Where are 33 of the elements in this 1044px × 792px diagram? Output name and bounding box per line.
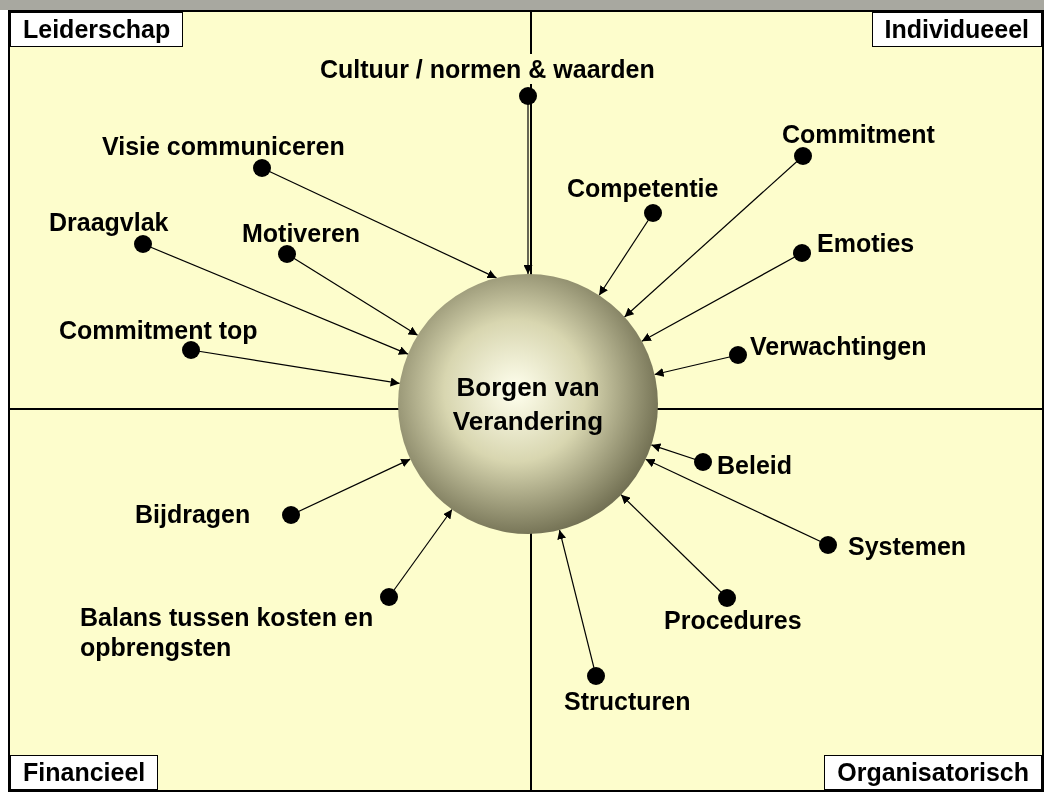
factor-label: Procedures [664,605,802,635]
arrow [282,458,411,524]
quadrant-title: Organisatorisch [824,755,1042,790]
arrow [598,204,662,296]
factor-label: Motiveren [242,218,361,248]
arrow [380,508,453,606]
factor-label: Beleid [717,450,793,480]
arrow [182,341,401,387]
factor-label: Verwachtingen [750,331,927,361]
quadrant-title: Leiderschap [10,12,184,47]
arrow [641,244,811,342]
factor-label: Bijdragen [135,499,251,529]
arrow [620,494,736,607]
arrow [519,87,537,275]
factor-label: Competentie [567,173,719,203]
arrow [278,245,419,336]
factor-label: Systemen [848,531,967,561]
factor-label: Emoties [817,228,915,258]
factor-label: Balans tussen kosten en opbrengsten [80,602,470,662]
factor-label: Visie communiceren [102,131,345,161]
arrow [134,235,409,355]
arrow [253,159,498,279]
factor-label: Structuren [564,686,691,716]
arrow [654,346,747,377]
factor-label: Commitment top [59,315,258,345]
arrow [645,458,837,554]
arrow [650,443,712,471]
quadrant-title: Financieel [10,755,159,790]
arrow [623,147,812,318]
quadrant-title: Individueeel [871,12,1042,47]
factor-label: Draagvlak [49,207,169,237]
factor-label: Commitment [782,119,935,149]
arrow [557,529,605,685]
